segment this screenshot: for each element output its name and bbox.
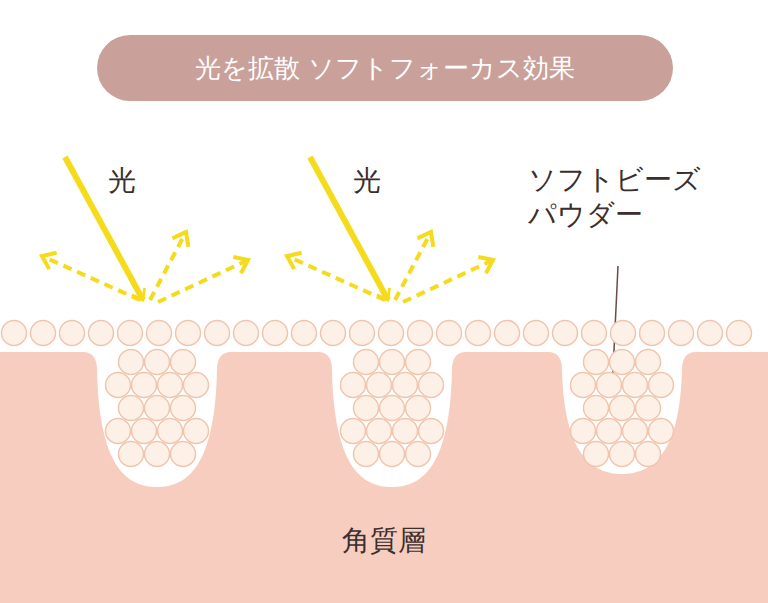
soft-bead [406, 396, 431, 421]
soft-bead [367, 373, 392, 398]
soft-bead [89, 321, 114, 346]
soft-bead [171, 396, 196, 421]
soft-bead [106, 373, 131, 398]
soft-bead [145, 350, 170, 375]
soft-bead [571, 419, 596, 444]
soft-bead [341, 419, 366, 444]
light-label: 光 [108, 163, 136, 198]
soft-bead [727, 321, 752, 346]
light-ray [65, 157, 143, 300]
soft-bead [132, 373, 157, 398]
soft-bead [354, 396, 379, 421]
soft-bead [205, 321, 230, 346]
soft-bead [597, 419, 622, 444]
soft-bead [636, 442, 661, 467]
soft-bead [584, 442, 609, 467]
light-label: 光 [353, 163, 381, 198]
scattered-ray [42, 256, 140, 300]
soft-bead [623, 419, 648, 444]
soft-bead [437, 321, 462, 346]
soft-bead [292, 321, 317, 346]
soft-bead [419, 419, 444, 444]
soft-bead [350, 321, 375, 346]
soft-bead [649, 373, 674, 398]
soft-bead [119, 396, 144, 421]
skin-surface [0, 352, 768, 603]
soft-bead [184, 419, 209, 444]
skin-illustration [0, 318, 768, 603]
soft-bead [171, 442, 196, 467]
soft-bead [145, 396, 170, 421]
soft-bead [132, 419, 157, 444]
scattered-ray [158, 260, 248, 302]
soft-bead [354, 442, 379, 467]
soft-bead [649, 419, 674, 444]
soft-bead [610, 350, 635, 375]
soft-bead [571, 373, 596, 398]
soft-bead [379, 321, 404, 346]
soft-bead [119, 442, 144, 467]
soft-bead [176, 321, 201, 346]
soft-bead [393, 373, 418, 398]
soft-bead [171, 350, 196, 375]
soft-bead [380, 350, 405, 375]
soft-bead [367, 419, 392, 444]
soft-bead [636, 396, 661, 421]
soft-bead [158, 419, 183, 444]
soft-bead [669, 321, 694, 346]
bead-powder-label: ソフトビーズ パウダー [528, 162, 704, 232]
soft-bead [466, 321, 491, 346]
soft-bead [2, 321, 27, 346]
soft-bead [321, 321, 346, 346]
layer-label: 角質層 [342, 522, 426, 560]
soft-bead [584, 350, 609, 375]
scattered-light [42, 232, 493, 302]
soft-bead [582, 321, 607, 346]
soft-bead [610, 396, 635, 421]
scattered-ray [403, 260, 493, 302]
soft-bead [158, 373, 183, 398]
soft-bead [393, 419, 418, 444]
soft-bead [354, 350, 379, 375]
soft-bead [118, 321, 143, 346]
soft-bead [60, 321, 85, 346]
soft-bead [145, 442, 170, 467]
soft-bead [406, 442, 431, 467]
soft-bead [495, 321, 520, 346]
soft-bead [623, 373, 648, 398]
light-ray [310, 157, 388, 300]
soft-bead [419, 373, 444, 398]
soft-bead [698, 321, 723, 346]
scattered-ray [287, 256, 385, 300]
soft-bead [147, 321, 172, 346]
skin-layer: 角質層 [0, 318, 768, 603]
soft-bead [31, 321, 56, 346]
soft-bead [408, 321, 433, 346]
soft-bead [610, 442, 635, 467]
soft-bead [184, 373, 209, 398]
scattered-ray [395, 232, 431, 300]
soft-bead [406, 350, 431, 375]
light-arrows [65, 157, 388, 300]
soft-bead [597, 373, 622, 398]
soft-bead [640, 321, 665, 346]
soft-bead [380, 396, 405, 421]
soft-bead [106, 419, 131, 444]
soft-bead [234, 321, 259, 346]
title-text: 光を拡散 ソフトフォーカス効果 [195, 51, 575, 86]
soft-bead [553, 321, 578, 346]
soft-bead [636, 350, 661, 375]
soft-bead [119, 350, 144, 375]
soft-bead [341, 373, 366, 398]
title-band: 光を拡散 ソフトフォーカス効果 [97, 35, 673, 101]
soft-bead [380, 442, 405, 467]
soft-bead [611, 321, 636, 346]
scattered-ray [150, 232, 186, 300]
soft-bead [263, 321, 288, 346]
soft-bead [524, 321, 549, 346]
soft-bead [584, 396, 609, 421]
